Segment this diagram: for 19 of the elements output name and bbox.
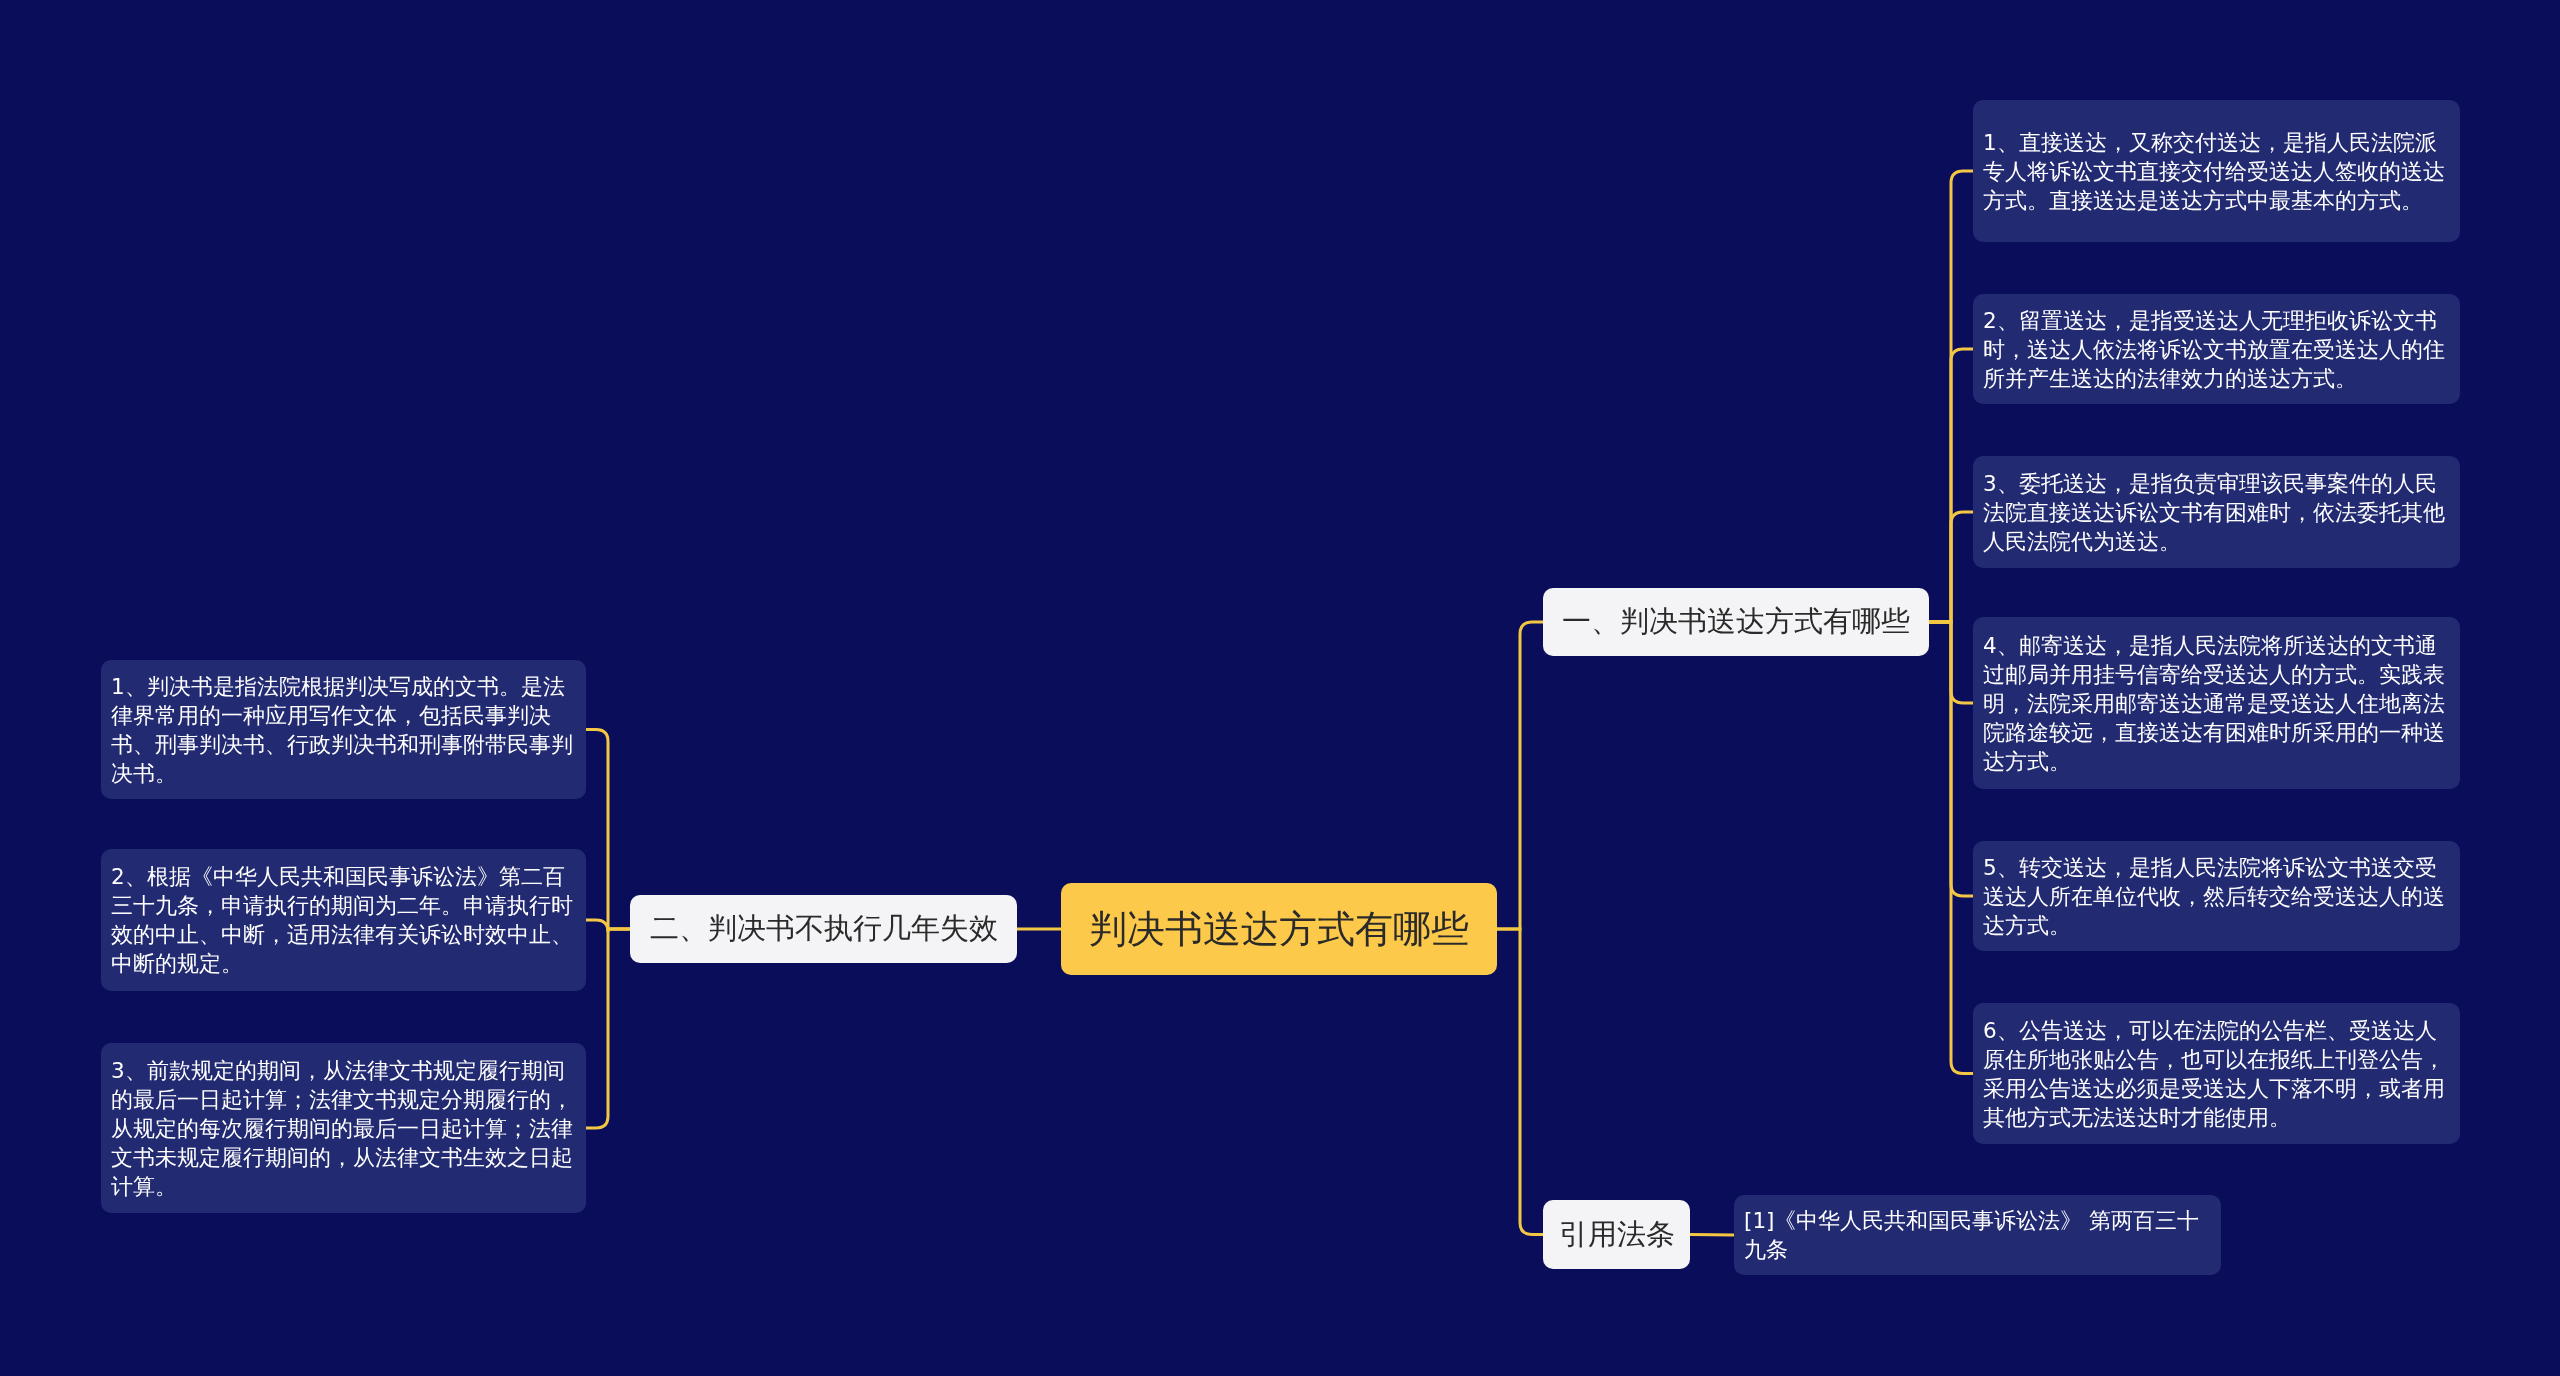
connector-line — [1017, 927, 1061, 931]
note-box: 2、留置送达，是指受送达人无理拒收诉讼文书时，送达人依法将诉讼文书放置在受送达人的住所并产生送达的法律效力的送达方式。 — [1973, 294, 2460, 404]
note-box: 1、直接送达，又称交付送达，是指人民法院派专人将诉讼文书直接交付给受送达人签收的送达方式。直接送达是送达方式中最基本的方式。 — [1973, 100, 2460, 242]
note-box: 5、转交送达，是指人民法院将诉讼文书送交受送达人所在单位代收，然后转交给受送达人的送达方式。 — [1973, 841, 2460, 951]
note-box: 4、邮寄送达，是指人民法院将所送达的文书通过邮局并用挂号信寄给受送达人的方式。实践表明，法院采用邮寄送达通常是受送达人住地离法院路途较远，直接送达有困难时所采用的一种送达方式。 — [1973, 617, 2460, 789]
note-box: [1]《中华人民共和国民事诉讼法》 第两百三十九条 — [1734, 1195, 2221, 1275]
topic-box: 引用法条 — [1543, 1200, 1690, 1269]
note-box: 2、根据《中华人民共和国民事诉讼法》第二百三十九条，申请执行的期间为二年。申请执行时效的中止、中断，适用法律有关诉讼时效中止、中断的规定。 — [101, 849, 586, 991]
note-box: 1、判决书是指法院根据判决写成的文书。是法律界常用的一种应用写作文体，包括民事判决书、刑事判决书、行政判决书和刑事附带民事判决书。 — [101, 660, 586, 799]
connector-line — [586, 927, 630, 1130]
connector-line — [1497, 927, 1543, 1236]
topic-box: 二、判决书不执行几年失效 — [630, 895, 1017, 963]
connector-line — [1929, 620, 1973, 1075]
note-box: 3、委托送达，是指负责审理该民事案件的人民法院直接送达诉讼文书有困难时，依法委托其他人民法院代为送达。 — [1973, 456, 2460, 568]
connector-line — [1690, 1233, 1734, 1237]
central-topic-box: 判决书送达方式有哪些 — [1061, 883, 1497, 975]
note-box: 6、公告送达，可以在法院的公告栏、受送达人原住所地张贴公告，也可以在报纸上刊登公告，采用公告送达必须是受送达人下落不明，或者用其他方式无法送达时才能使用。 — [1973, 1003, 2460, 1144]
topic-box: 一、判决书送达方式有哪些 — [1543, 588, 1929, 656]
note-box: 3、前款规定的期间，从法律文书规定履行期间的最后一日起计算；法律文书规定分期履行的，从规定的每次履行期间的最后一日起计算；法律文书未规定履行期间的，从法律文书生效之日起计算。 — [101, 1043, 586, 1213]
